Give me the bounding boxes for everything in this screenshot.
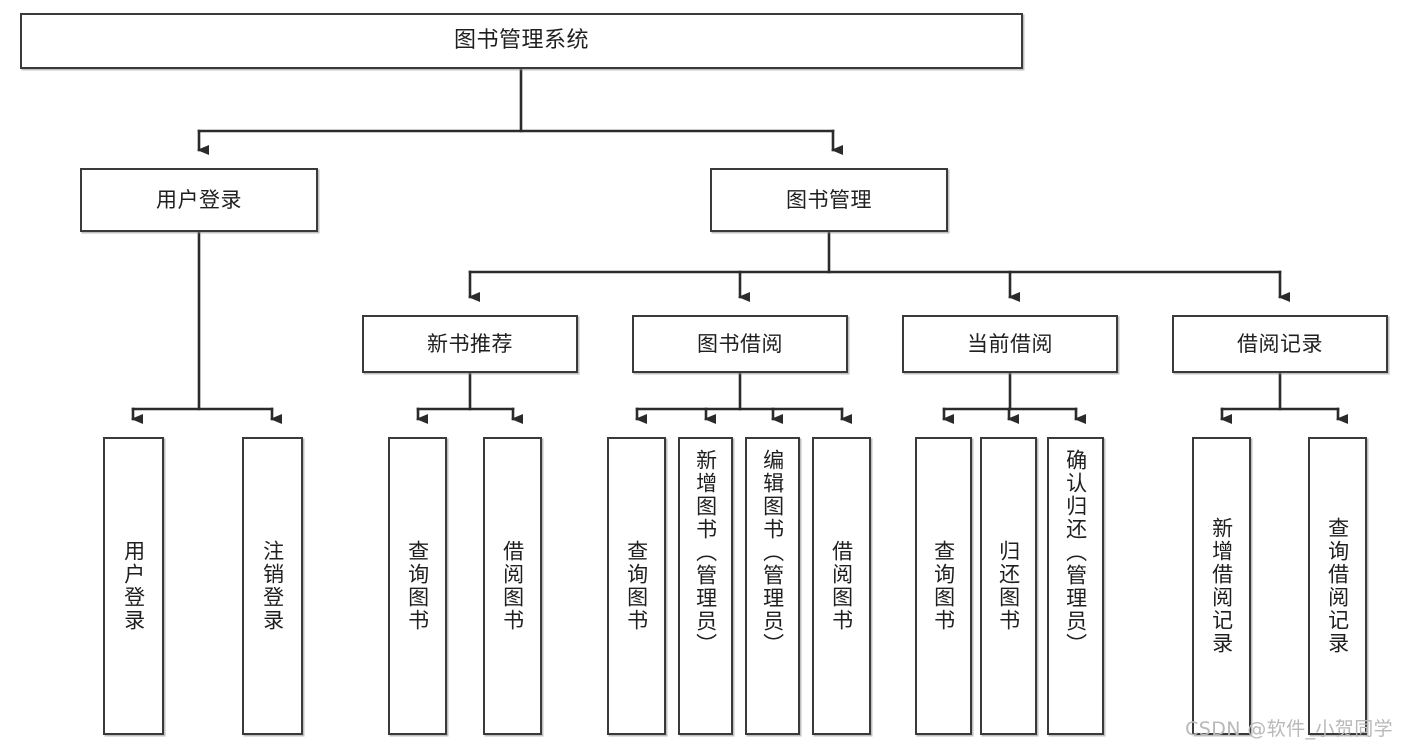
leaf-user-login-label: 用户登录 [121,540,146,632]
leaf-borrow-book[interactable]: 借阅图书 [812,437,871,735]
leaf-query-book-newbook[interactable]: 查询图书 [388,437,447,735]
leaf-add-borrow-record-label: 新增借阅记录 [1209,517,1234,655]
leaf-confirm-return-admin-label: 确认归还（管理员） [1063,449,1088,656]
leaf-query-book-newbook-label: 查询图书 [405,540,430,632]
leaf-query-borrow-record-label: 查询借阅记录 [1325,517,1350,655]
leaf-add-book-admin[interactable]: 新增图书（管理员） [678,437,733,735]
node-current-borrow-label: 当前借阅 [967,331,1053,356]
leaf-add-borrow-record[interactable]: 新增借阅记录 [1192,437,1251,735]
leaf-query-book-current[interactable]: 查询图书 [915,437,972,735]
node-root-label: 图书管理系统 [453,28,589,54]
leaf-query-book-borrow-label: 查询图书 [624,540,649,632]
leaf-return-book[interactable]: 归还图书 [980,437,1037,735]
leaf-borrow-book-newbook-label: 借阅图书 [500,540,525,632]
leaf-user-login[interactable]: 用户登录 [103,437,164,735]
node-book-management-label: 图书管理 [786,187,872,212]
leaf-add-book-admin-label: 新增图书（管理员） [693,449,718,656]
node-borrow-record[interactable]: 借阅记录 [1172,315,1388,373]
node-user-login-label: 用户登录 [156,187,242,212]
watermark: CSDN @软件_小贺同学 [1185,718,1393,740]
leaf-query-borrow-record[interactable]: 查询借阅记录 [1308,437,1367,735]
leaf-edit-book-admin-label: 编辑图书（管理员） [760,449,785,656]
node-book-borrow[interactable]: 图书借阅 [632,315,848,373]
leaf-query-book-current-label: 查询图书 [931,540,956,632]
node-user-login[interactable]: 用户登录 [80,168,318,232]
leaf-confirm-return-admin[interactable]: 确认归还（管理员） [1047,437,1104,735]
node-current-borrow[interactable]: 当前借阅 [902,315,1118,373]
leaf-borrow-book-newbook[interactable]: 借阅图书 [483,437,542,735]
leaf-edit-book-admin[interactable]: 编辑图书（管理员） [745,437,800,735]
node-book-borrow-label: 图书借阅 [697,331,783,356]
leaf-borrow-book-label: 借阅图书 [829,540,854,632]
node-book-management[interactable]: 图书管理 [710,168,948,232]
node-borrow-record-label: 借阅记录 [1237,331,1323,356]
node-new-book-recommend-label: 新书推荐 [427,331,513,356]
leaf-return-book-label: 归还图书 [996,540,1021,632]
leaf-logout-label: 注销登录 [260,540,285,632]
node-root[interactable]: 图书管理系统 [20,13,1023,69]
node-new-book-recommend[interactable]: 新书推荐 [362,315,578,373]
leaf-query-book-borrow[interactable]: 查询图书 [607,437,666,735]
leaf-logout[interactable]: 注销登录 [242,437,303,735]
